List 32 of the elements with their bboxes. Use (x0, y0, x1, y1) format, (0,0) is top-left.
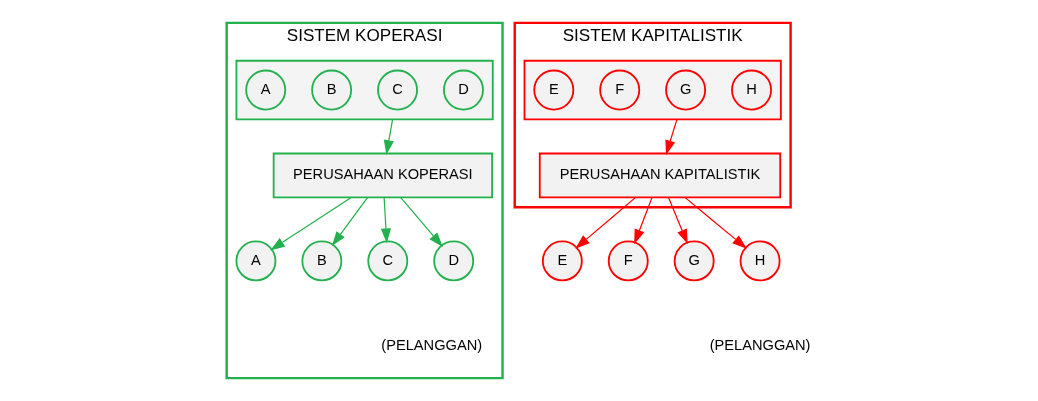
node-circle: E (541, 240, 583, 282)
label: (PELANGGAN) (709, 337, 811, 354)
cluster (235, 59, 494, 121)
node-circle: E (533, 69, 575, 111)
node-circle: D (433, 240, 475, 282)
node-circle: D (443, 69, 484, 111)
arrow (665, 118, 678, 155)
node-circle: B (311, 69, 353, 111)
node-circle: A (245, 69, 287, 111)
node-circle: G (673, 240, 715, 282)
arrow (634, 197, 653, 245)
label: (PELANGGAN) (381, 337, 483, 354)
arrow (575, 197, 636, 249)
cluster (523, 59, 782, 121)
node-circle: H (739, 240, 781, 282)
node-box: PERUSAHAAN KOPERASI (272, 152, 494, 199)
arrow (668, 197, 688, 245)
node-circle: F (607, 240, 649, 282)
arrow (400, 197, 443, 247)
node-circle: H (731, 69, 772, 111)
arrow (270, 197, 352, 251)
node-circle: C (367, 240, 409, 282)
arrow (331, 197, 369, 246)
arrow (383, 118, 394, 155)
arrow (380, 197, 392, 244)
node-circle: F (599, 69, 641, 111)
node-circle: A (235, 240, 277, 282)
node-circle: C (377, 69, 418, 111)
node-box: PERUSAHAAN KAPITALISTIK (538, 152, 782, 199)
arrow (684, 197, 747, 249)
node-circle: B (301, 240, 343, 282)
node-circle: G (665, 69, 707, 111)
